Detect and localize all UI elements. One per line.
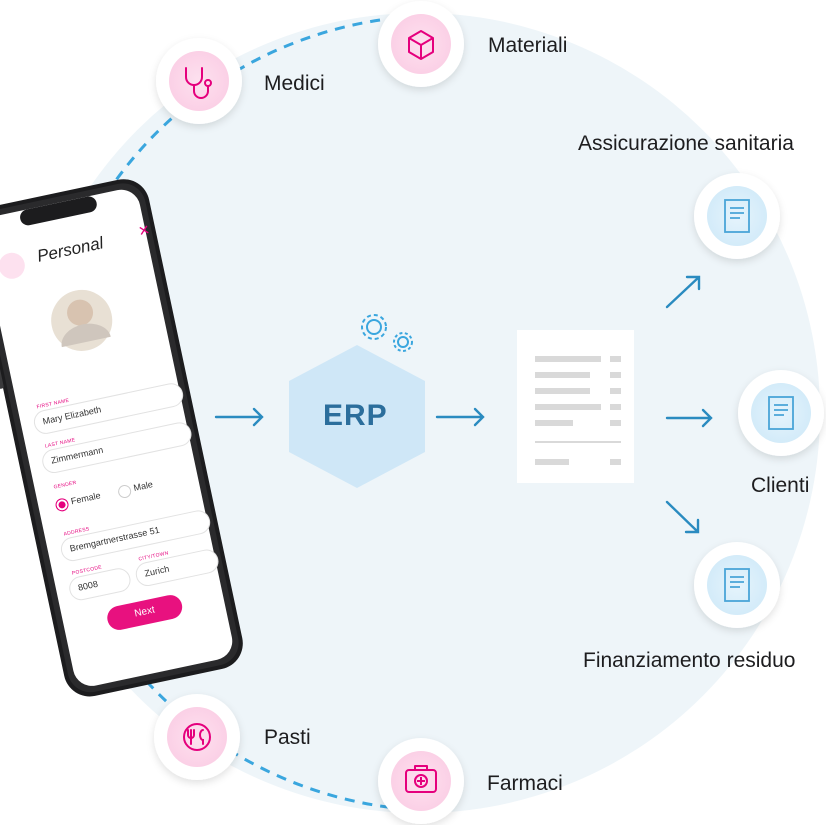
medkit-icon	[405, 765, 437, 793]
next-button[interactable]: Next	[105, 592, 185, 633]
label-assicurazione: Assicurazione sanitaria	[578, 132, 794, 155]
label-finanziamento: Finanziamento residuo	[583, 649, 796, 672]
gender-male-radio[interactable]	[116, 483, 133, 500]
erp-label: ERP	[323, 399, 388, 432]
arrow-phone-to-erp	[214, 407, 264, 427]
label-materiali: Materiali	[488, 34, 568, 57]
label-pasti: Pasti	[264, 726, 311, 749]
gender-label: GENDER	[53, 479, 78, 491]
cutlery-icon	[183, 723, 211, 751]
node-assicurazione[interactable]	[694, 173, 780, 259]
gender-female-label: Female	[69, 490, 102, 507]
node-medici[interactable]	[156, 38, 242, 124]
city-field[interactable]: Zurich	[133, 547, 221, 589]
label-farmaci: Farmaci	[487, 772, 563, 795]
screen-title: Personal	[35, 233, 105, 266]
first-name-value: Mary Elizabeth	[41, 404, 103, 427]
node-finanziamento[interactable]	[694, 542, 780, 628]
arrow-erp-to-invoice	[435, 407, 485, 427]
document-icon	[768, 396, 794, 430]
node-farmaci[interactable]	[378, 738, 464, 824]
label-clienti: Clienti	[751, 474, 810, 497]
document-icon	[724, 199, 750, 233]
close-icon[interactable]: ✕	[136, 221, 152, 240]
city-value: Zurich	[143, 563, 171, 579]
node-pasti[interactable]	[154, 694, 240, 780]
stethoscope-icon	[185, 67, 212, 99]
node-materiali[interactable]	[378, 1, 464, 87]
last-name-value: Zimmermann	[50, 444, 105, 466]
gears-icon	[361, 314, 413, 352]
box-icon	[408, 30, 434, 60]
label-medici: Medici	[264, 72, 325, 95]
node-clienti[interactable]	[738, 370, 824, 456]
gender-female-radio[interactable]	[54, 497, 70, 513]
arrow-to-finanziamento	[665, 500, 700, 534]
erp-hexagon[interactable]	[289, 345, 425, 488]
arrow-to-assicurazione	[665, 275, 701, 309]
postcode-value: 8008	[77, 578, 99, 593]
arrow-to-clienti	[665, 408, 713, 428]
profile-icon	[0, 252, 25, 279]
gender-male-label: Male	[132, 479, 154, 493]
document-icon	[724, 568, 750, 602]
invoice-document	[517, 330, 634, 483]
